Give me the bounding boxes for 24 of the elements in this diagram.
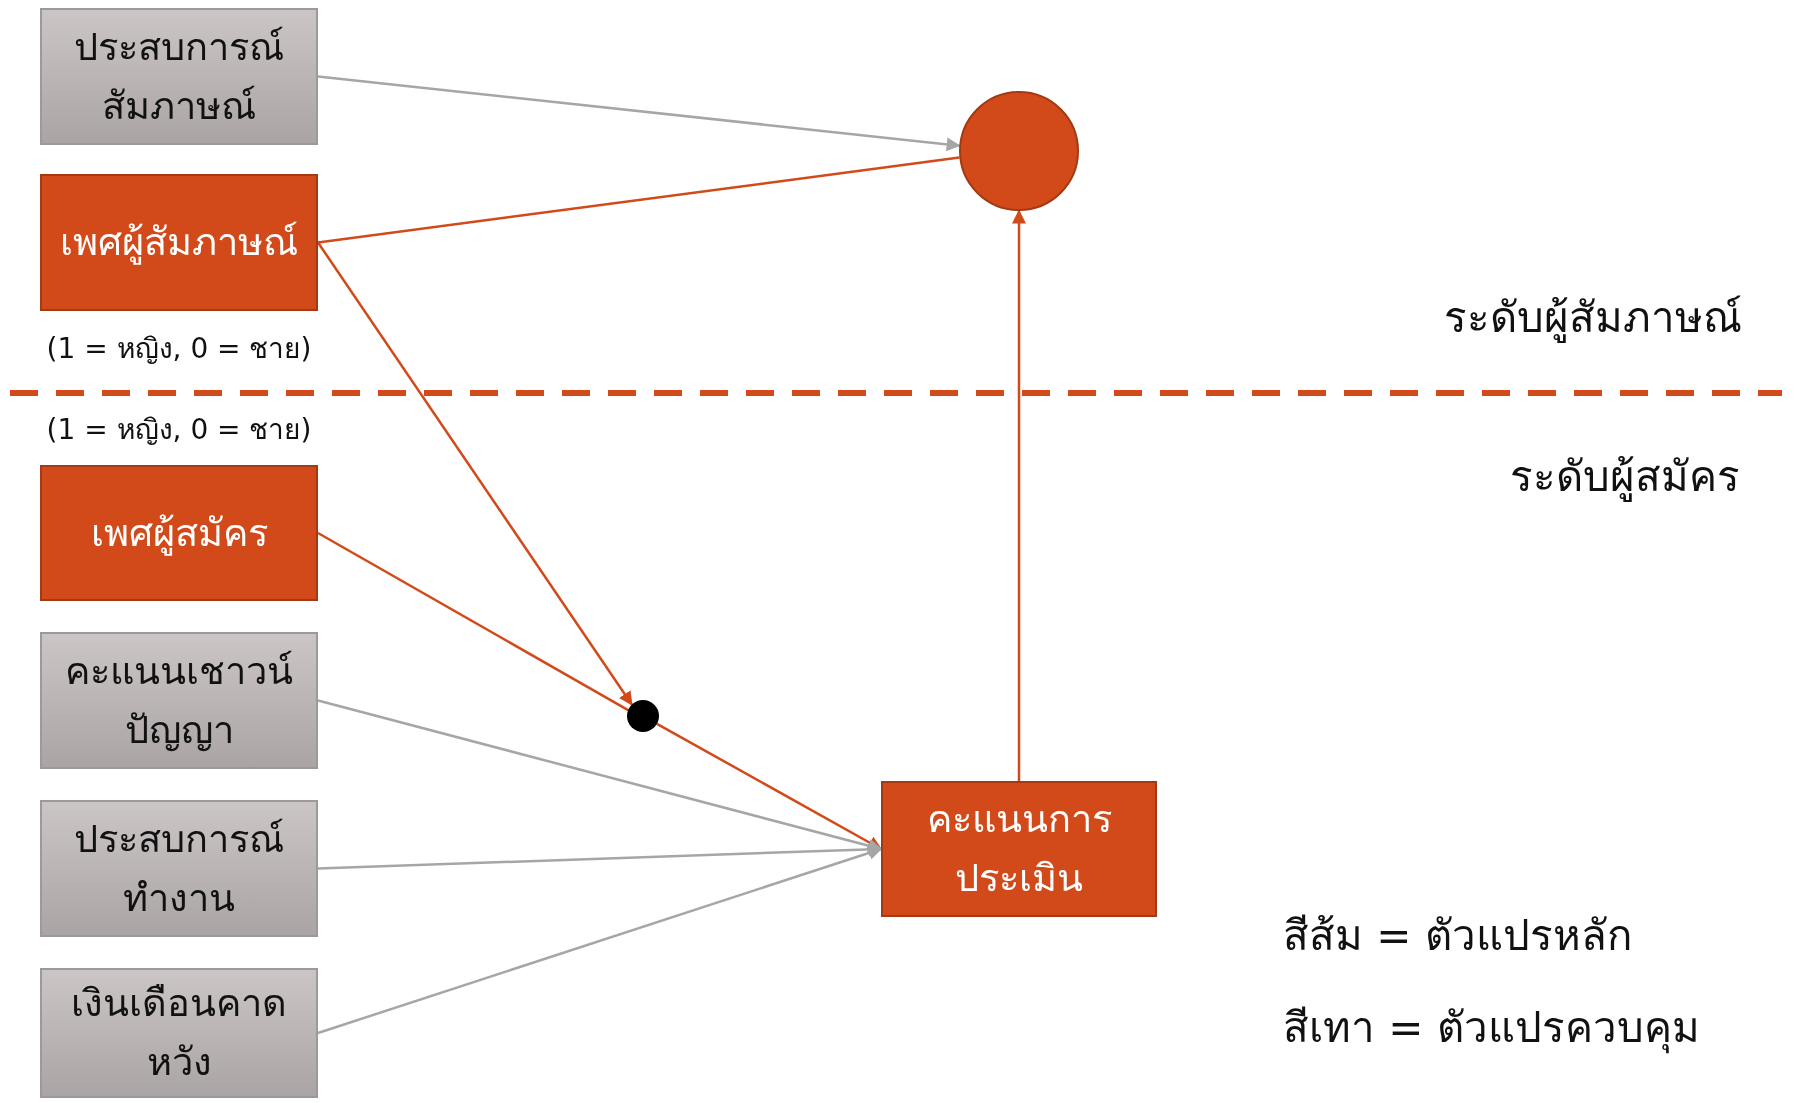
arrow [317, 699, 883, 853]
variable-box [40, 8, 318, 145]
level-label: ระดับผู้สมัคร [1510, 451, 1740, 504]
variable-label: ประสบการณ์สัมภาษณ์ [73, 23, 285, 130]
coding-note: (1 = หญิง, 0 = ชาย) [46, 331, 312, 367]
variable-box [40, 632, 318, 769]
variable-label: เงินเดือนคาดหวัง [70, 980, 288, 1086]
variable-label: คะแนนการประเมิน [925, 796, 1113, 902]
variable-label: ประสบการณ์ทำงาน [73, 815, 285, 922]
variable-label: เพศผู้สมัคร [89, 509, 269, 558]
legend-note: สีส้ม = ตัวแปรหลัก [1283, 910, 1632, 962]
arrow [1012, 209, 1026, 781]
variable-box [881, 781, 1157, 917]
coding-note: (1 = หญิง, 0 = ชาย) [46, 412, 312, 448]
variable-label: คะแนนเชาวน์ปัญญา [64, 647, 294, 754]
arrow [317, 846, 883, 1035]
variable-label: เพศผู้สัมภาษณ์ [59, 219, 299, 267]
moderation-dot [627, 700, 659, 732]
legend-note: สีเทา = ตัวแปรควบคุม [1283, 1002, 1700, 1056]
variable-box [40, 968, 318, 1098]
arrow [317, 75, 961, 152]
level-label: ระดับผู้สัมภาษณ์ [1444, 292, 1742, 345]
arrow [656, 722, 883, 851]
variable-box [40, 800, 318, 937]
